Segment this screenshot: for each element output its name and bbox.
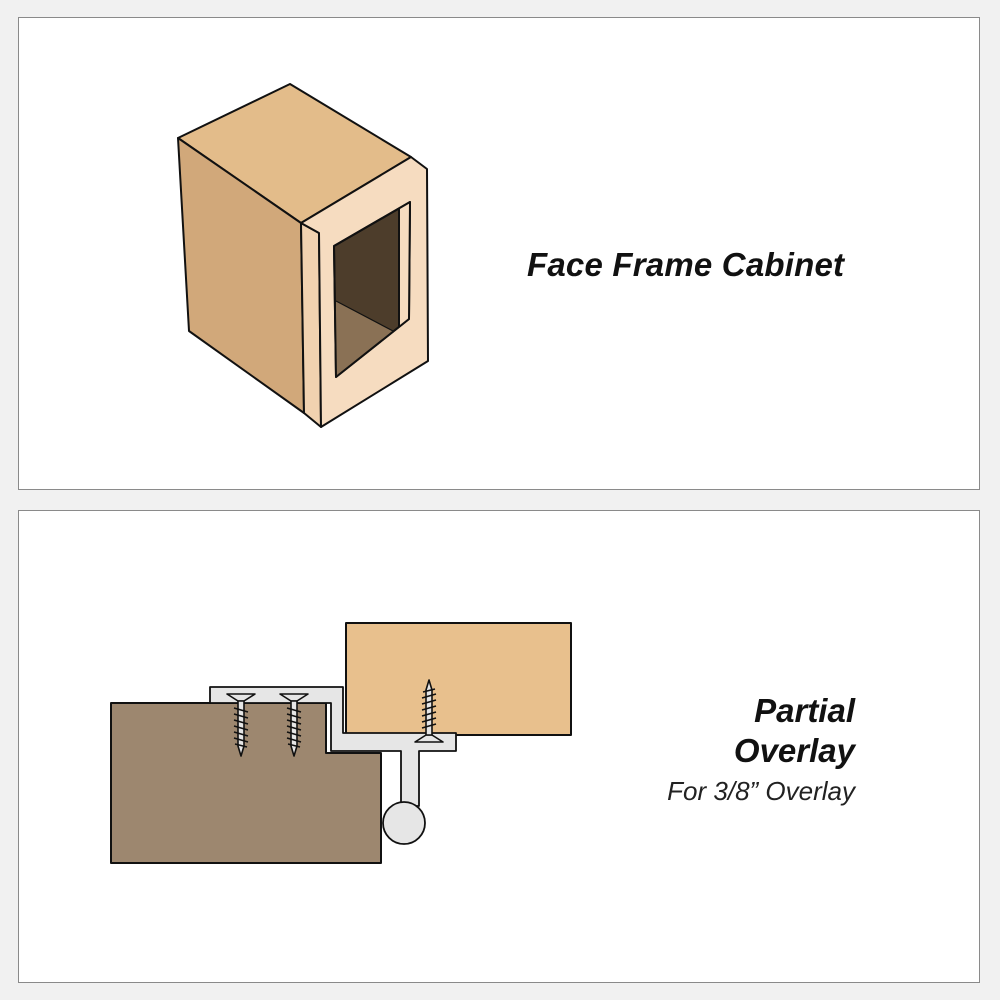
hinge-plate (209, 686, 457, 807)
partial-overlay-hinge-icon (110, 622, 572, 864)
cabinet-floor (336, 301, 393, 377)
partial-overlay-panel: Partial Overlay For 3/8” Overlay (18, 510, 980, 983)
partial-overlay-subtitle: For 3/8” Overlay (667, 776, 855, 806)
face-frame-title: Face Frame Cabinet (527, 246, 845, 283)
hinge-knuckle (382, 801, 426, 845)
door-section (345, 622, 572, 736)
partial-overlay-title-line1: Partial (754, 692, 855, 729)
opening-inner-edge (399, 202, 410, 327)
partial-overlay-label: Partial Overlay For 3/8” Overlay (667, 691, 855, 811)
partial-overlay-title-line2: Overlay (733, 732, 855, 769)
face-frame-panel: Face Frame Cabinet (18, 17, 980, 490)
face-frame-edge (300, 222, 322, 428)
face-frame-cabinet-icon (177, 83, 429, 428)
